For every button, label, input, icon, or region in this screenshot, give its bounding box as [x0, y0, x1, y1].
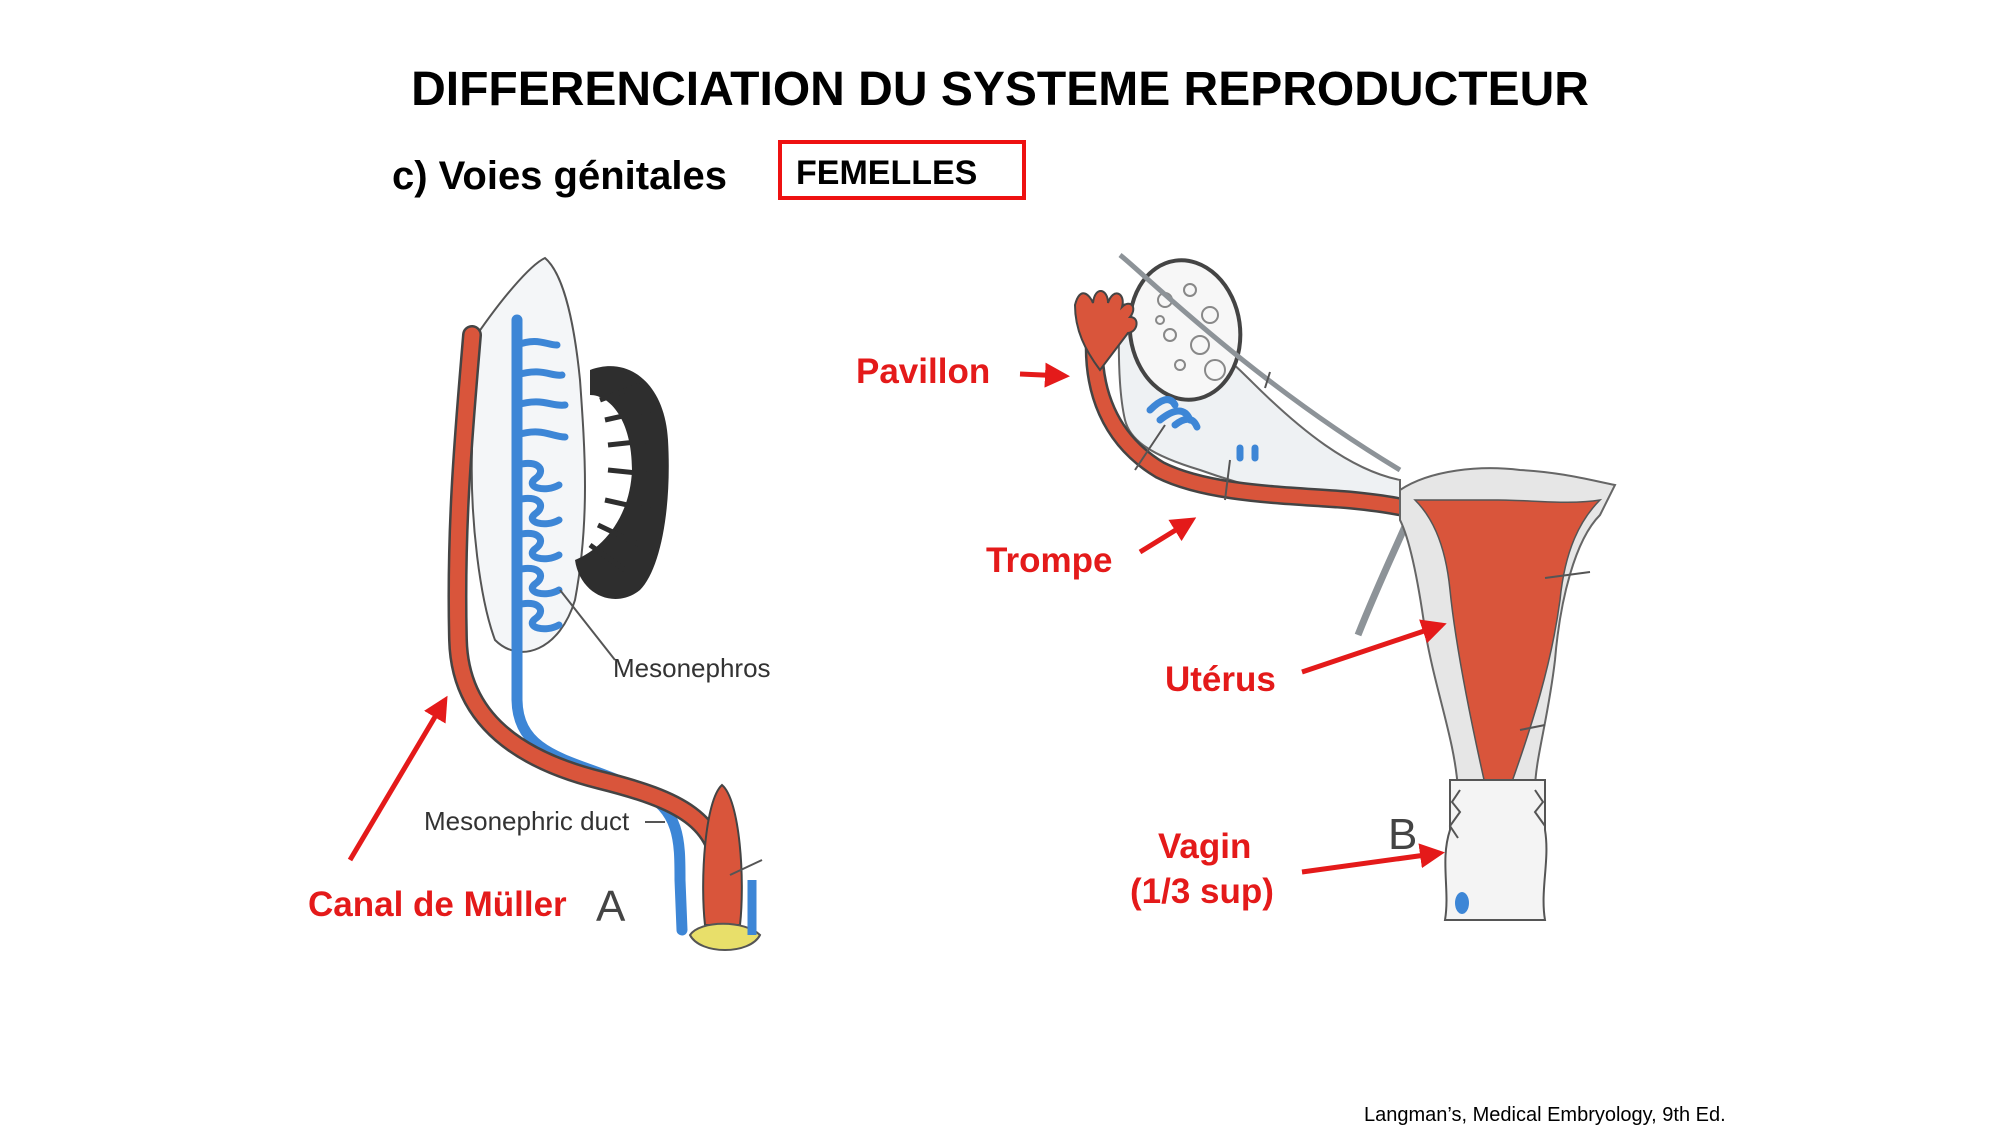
page-title: DIFFERENCIATION DU SYSTEME REPRODUCTEUR	[411, 63, 1589, 116]
mesonephric-tubules	[513, 337, 569, 633]
duct-termination	[702, 783, 743, 926]
label-trompe: Trompe	[986, 541, 1113, 580]
mesonephros-tissue	[468, 256, 586, 653]
uterine-cavity	[1413, 498, 1603, 816]
femelles-highlight-box	[778, 140, 1026, 200]
figure-a	[447, 256, 763, 951]
label-vagin-sup: (1/3 sup)	[1130, 872, 1274, 911]
figure-letter-a: A	[596, 882, 626, 931]
arrow-uterus	[1301, 619, 1447, 675]
ovarian-ligament	[1118, 253, 1402, 473]
annotation-arrows	[347, 362, 1447, 875]
ovary	[1127, 258, 1243, 402]
gonad-shape	[575, 366, 669, 599]
fimbriae	[1073, 290, 1138, 372]
citation: Langman’s, Medical Embryology, 9th Ed.	[1364, 1104, 1726, 1126]
ovary-follicles	[1155, 283, 1226, 381]
epoophoron	[1146, 396, 1259, 462]
arrow-pavillon	[1019, 362, 1070, 388]
arrow-trompe	[1138, 517, 1197, 555]
femelles-label: FEMELLES	[796, 154, 978, 192]
label-vagin: Vagin	[1158, 827, 1252, 866]
round-ligament	[1354, 513, 1414, 637]
figure-b	[1073, 253, 1617, 921]
urogenital-sinus	[688, 922, 762, 951]
section-subtitle: c) Voies génitales	[392, 154, 727, 198]
arrow-canal-muller	[347, 695, 448, 862]
label-mesonephros: Mesonephros	[613, 653, 771, 683]
label-mesonephric-duct: Mesonephric duct	[424, 806, 630, 836]
figure-letter-b: B	[1388, 810, 1418, 859]
label-uterus: Utérus	[1165, 660, 1276, 699]
vagina	[1443, 779, 1548, 921]
arrow-vagin	[1301, 843, 1445, 875]
vaginal-bulb	[1455, 892, 1469, 914]
label-canal-de-muller: Canal de Müller	[308, 885, 567, 924]
label-pavillon: Pavillon	[856, 352, 991, 391]
